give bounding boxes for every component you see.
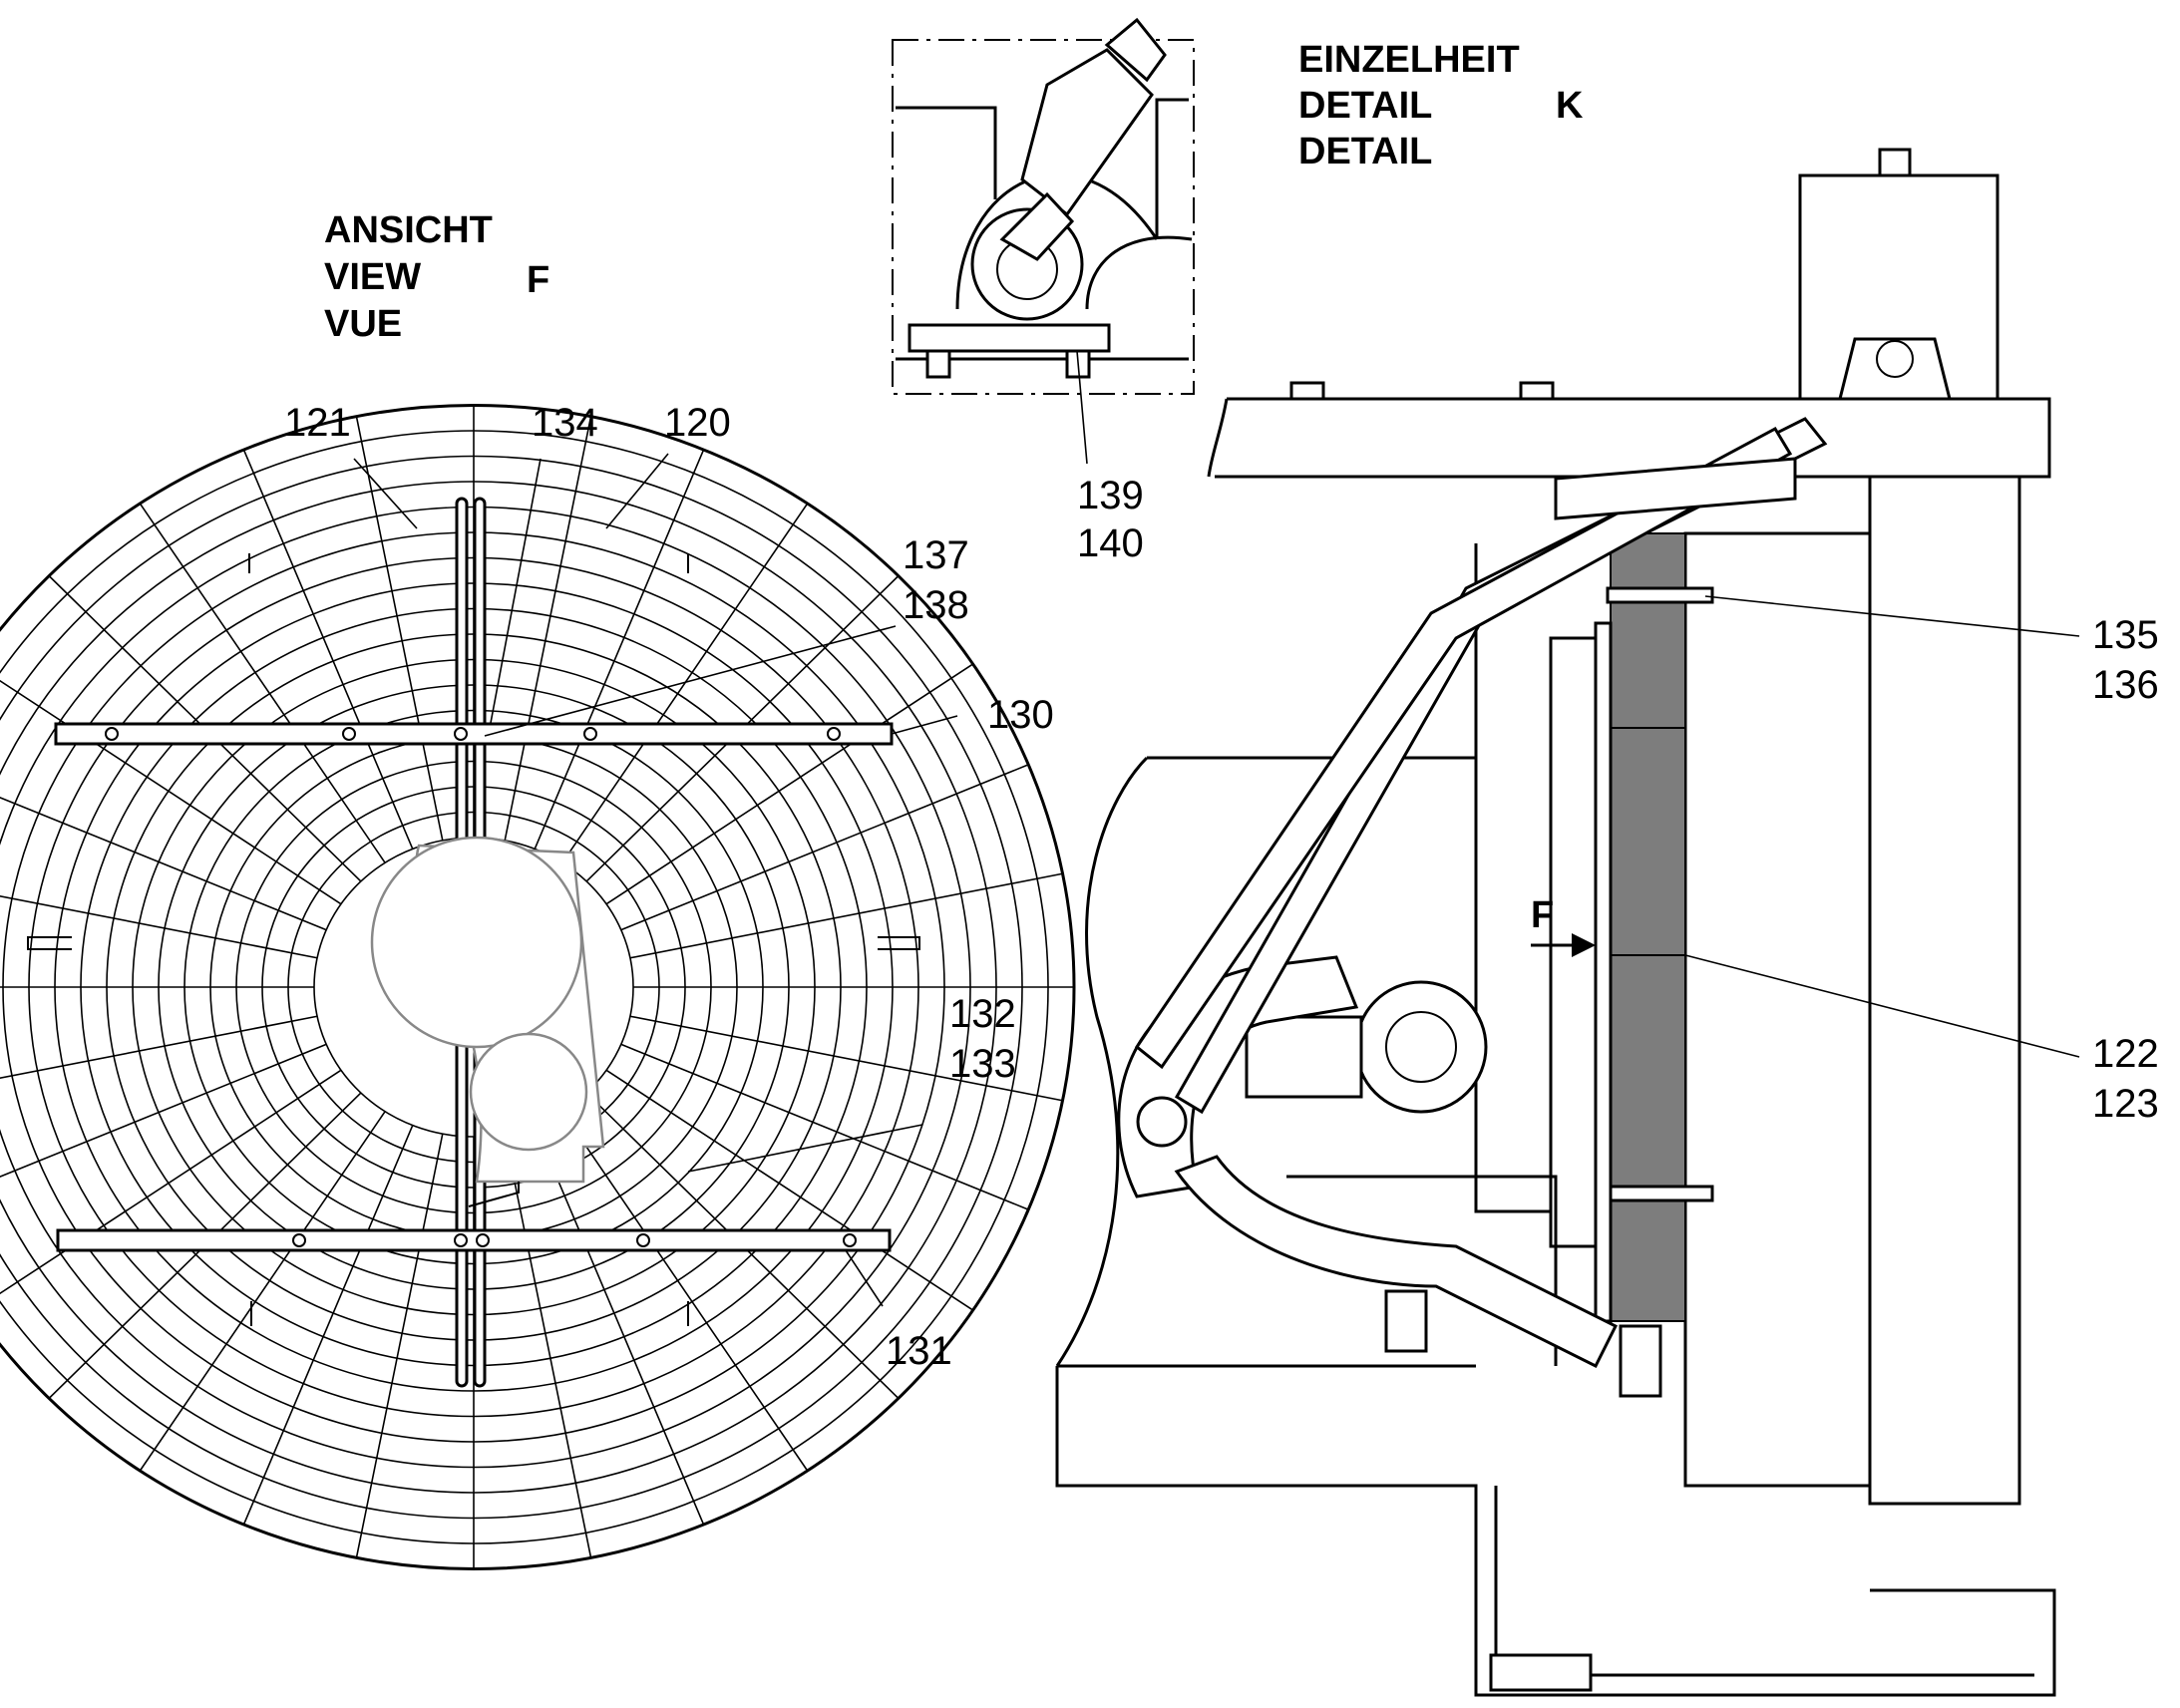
fan-guard-view-f: [0, 404, 1076, 1570]
callout-138: 138: [903, 583, 969, 627]
detail-k-letter: K: [1556, 85, 1584, 127]
callout-137: 137: [903, 533, 969, 577]
fan-guard-spoke: [355, 1133, 444, 1557]
fan-guard-spoke: [0, 894, 318, 959]
fan-guard-spoke: [355, 417, 444, 842]
fan-guard-spoke: [504, 417, 592, 842]
fan-guard-side-hooks: [27, 553, 920, 1326]
fan-guard-spoke: [504, 1133, 592, 1557]
callout-122: 122: [2092, 1032, 2159, 1076]
fan-guard-spoke: [139, 503, 386, 863]
callout-134: 134: [532, 401, 598, 445]
fan-guard-spoke: [605, 663, 973, 905]
view-f-letter: F: [527, 259, 549, 301]
fan-guard-spoke: [0, 1069, 342, 1295]
fan-guard-spoke: [629, 1015, 1063, 1102]
view-direction-arrow-label: F: [1531, 894, 1554, 936]
detail-k-title-line-3: DETAIL: [1298, 131, 1432, 172]
mounting-strap-131: [56, 1228, 892, 1252]
callout-132: 132: [949, 992, 1016, 1036]
callout-139: 139: [1077, 474, 1144, 517]
view-f-title: ANSICHT VIEW VUE F: [324, 209, 549, 345]
fan-guard-spoke: [561, 503, 809, 863]
fan-guard-spoke: [534, 450, 705, 850]
leader-lines: [353, 350, 2080, 1307]
part-callouts: 121 134 120 137 138 130 132 133 131 139 …: [284, 401, 2159, 1373]
view-f-title-line-1: ANSICHT: [324, 209, 493, 251]
callout-140: 140: [1077, 521, 1144, 565]
view-f-title-line-3: VUE: [324, 303, 402, 345]
callout-131: 131: [886, 1329, 952, 1373]
fan-guard-spoke: [0, 1043, 327, 1179]
fan-guard-spoke: [0, 679, 342, 905]
callout-130: 130: [987, 693, 1054, 737]
fan-guard-spoke: [561, 1111, 809, 1472]
mounting-strap-130: [54, 722, 894, 746]
fan-guard-spoke: [620, 764, 1029, 931]
detail-k-title: EINZELHEIT DETAIL DETAIL K: [1298, 39, 1584, 172]
callout-133: 133: [949, 1042, 1016, 1086]
view-f-title-line-2: VIEW: [324, 256, 421, 298]
fan-guard-spoke: [629, 872, 1063, 959]
callout-120: 120: [664, 401, 731, 445]
fan-guard-spoke: [605, 1069, 973, 1311]
callout-123: 123: [2092, 1082, 2159, 1126]
fan-guard-spoke: [534, 1125, 705, 1525]
fan-guard-spoke: [242, 1125, 414, 1525]
fan-guard-spoke: [620, 1043, 1029, 1210]
detail-k-inset: [892, 17, 1195, 395]
engine-radiator-side-view: [1055, 148, 2056, 1697]
callout-135: 135: [2092, 613, 2159, 657]
callout-121: 121: [284, 401, 351, 445]
fan-hub-cutout: [370, 836, 605, 1207]
fan-guard-spoke: [242, 450, 414, 850]
detail-k-title-line-1: EINZELHEIT: [1298, 39, 1520, 81]
fan-guard-spoke: [0, 796, 327, 931]
fan-guard-spoke: [139, 1111, 386, 1472]
fan-guard-spoke: [0, 1015, 318, 1080]
detail-k-title-line-2: DETAIL: [1298, 85, 1432, 127]
callout-136: 136: [2092, 663, 2159, 707]
